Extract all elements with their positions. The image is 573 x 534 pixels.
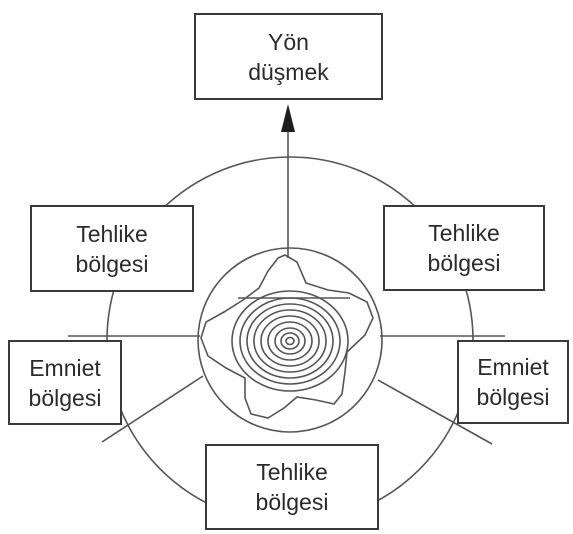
danger-zone-label-line1: Tehlike xyxy=(428,220,500,246)
danger-zone-box-top-left: Tehlike bölgesi xyxy=(30,205,194,292)
safety-zone-label-line1: Emniet xyxy=(477,354,549,380)
danger-zone-box-bottom: Tehlike bölgesi xyxy=(205,444,379,530)
danger-zone-label-line2: bölgesi xyxy=(427,250,501,276)
safety-zone-label-line1: Emniet xyxy=(29,354,101,381)
danger-zone-label-line1: Tehlike xyxy=(76,220,148,247)
safety-zone-label-line2: bölgesi xyxy=(28,384,102,411)
fall-direction-label-line1: Yön xyxy=(268,28,309,55)
fall-direction-label-line2: düşmek xyxy=(248,58,329,85)
safety-zone-box-left: Emniet bölgesi xyxy=(8,340,122,425)
fall-direction-arrowhead xyxy=(281,104,295,132)
tree-crosssection-outline xyxy=(200,254,374,419)
fall-direction-box: Yön düşmek xyxy=(194,13,383,100)
zone-divider-lower-left xyxy=(101,375,204,443)
danger-zone-label-line2: bölgesi xyxy=(255,489,329,515)
danger-zone-label-line2: bölgesi xyxy=(75,250,149,277)
safety-zone-box-right: Emniet bölgesi xyxy=(457,340,569,424)
safety-zone-label-line2: bölgesi xyxy=(476,384,550,410)
stump-circle xyxy=(197,247,383,433)
zone-divider-lower-right xyxy=(377,379,493,445)
danger-zone-label-line1: Tehlike xyxy=(256,459,328,485)
danger-zone-box-top-right: Tehlike bölgesi xyxy=(383,205,545,291)
growth-rings xyxy=(231,290,349,392)
